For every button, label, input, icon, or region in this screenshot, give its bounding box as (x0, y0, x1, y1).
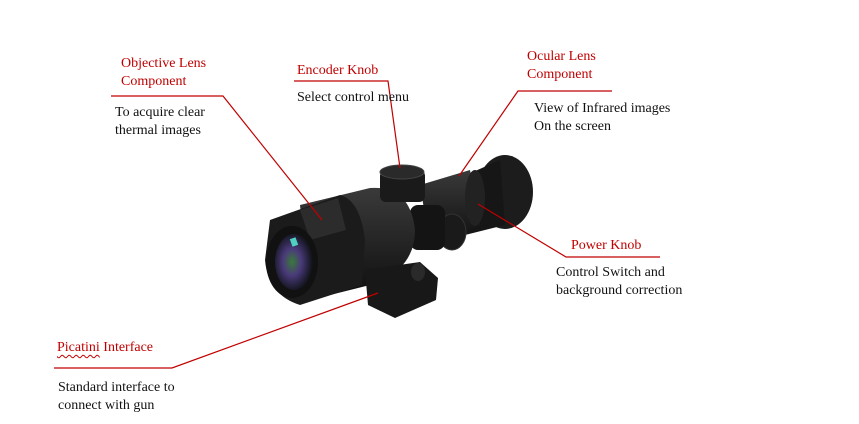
ocular-lens-desc-line2: On the screen (534, 119, 611, 134)
picatini-interface-title: Picatini Interface (57, 339, 153, 357)
power-knob-desc-line1: Control Switch and (556, 265, 665, 280)
power-leader-line (477, 203, 660, 258)
objective-lens-title-line1: Objective Lens (121, 56, 207, 71)
picatini-interface-desc-line2: connect with gun (58, 398, 155, 413)
ocular-lens-title-line1: Ocular Lens (527, 49, 596, 64)
objective-lens-title-line2: Component (121, 74, 187, 89)
encoder-knob-desc: Select control menu (297, 90, 409, 105)
picatini-mount (365, 262, 438, 318)
power-knob-title: Power Knob (571, 238, 642, 253)
encoder-leader-line (294, 80, 401, 169)
objective-lens-desc-line1: To acquire clear (115, 105, 205, 120)
power-knob-desc-line2: background correction (556, 283, 683, 298)
picatini-leader-line (54, 292, 379, 369)
ocular-lens-desc-line1: View of Infrared images (534, 101, 671, 116)
ocular-leader-line (458, 90, 612, 177)
picatini-interface-desc-line1: Standard interface to (58, 380, 175, 395)
ocular-lens-title-line2: Component (527, 67, 593, 82)
objective-leader-line (111, 95, 323, 221)
objective-lens-desc-line2: thermal images (115, 123, 201, 138)
interface-word: Interface (99, 340, 154, 355)
picatini-word: Picatini (57, 340, 100, 355)
encoder-knob-title: Encoder Knob (297, 63, 379, 78)
